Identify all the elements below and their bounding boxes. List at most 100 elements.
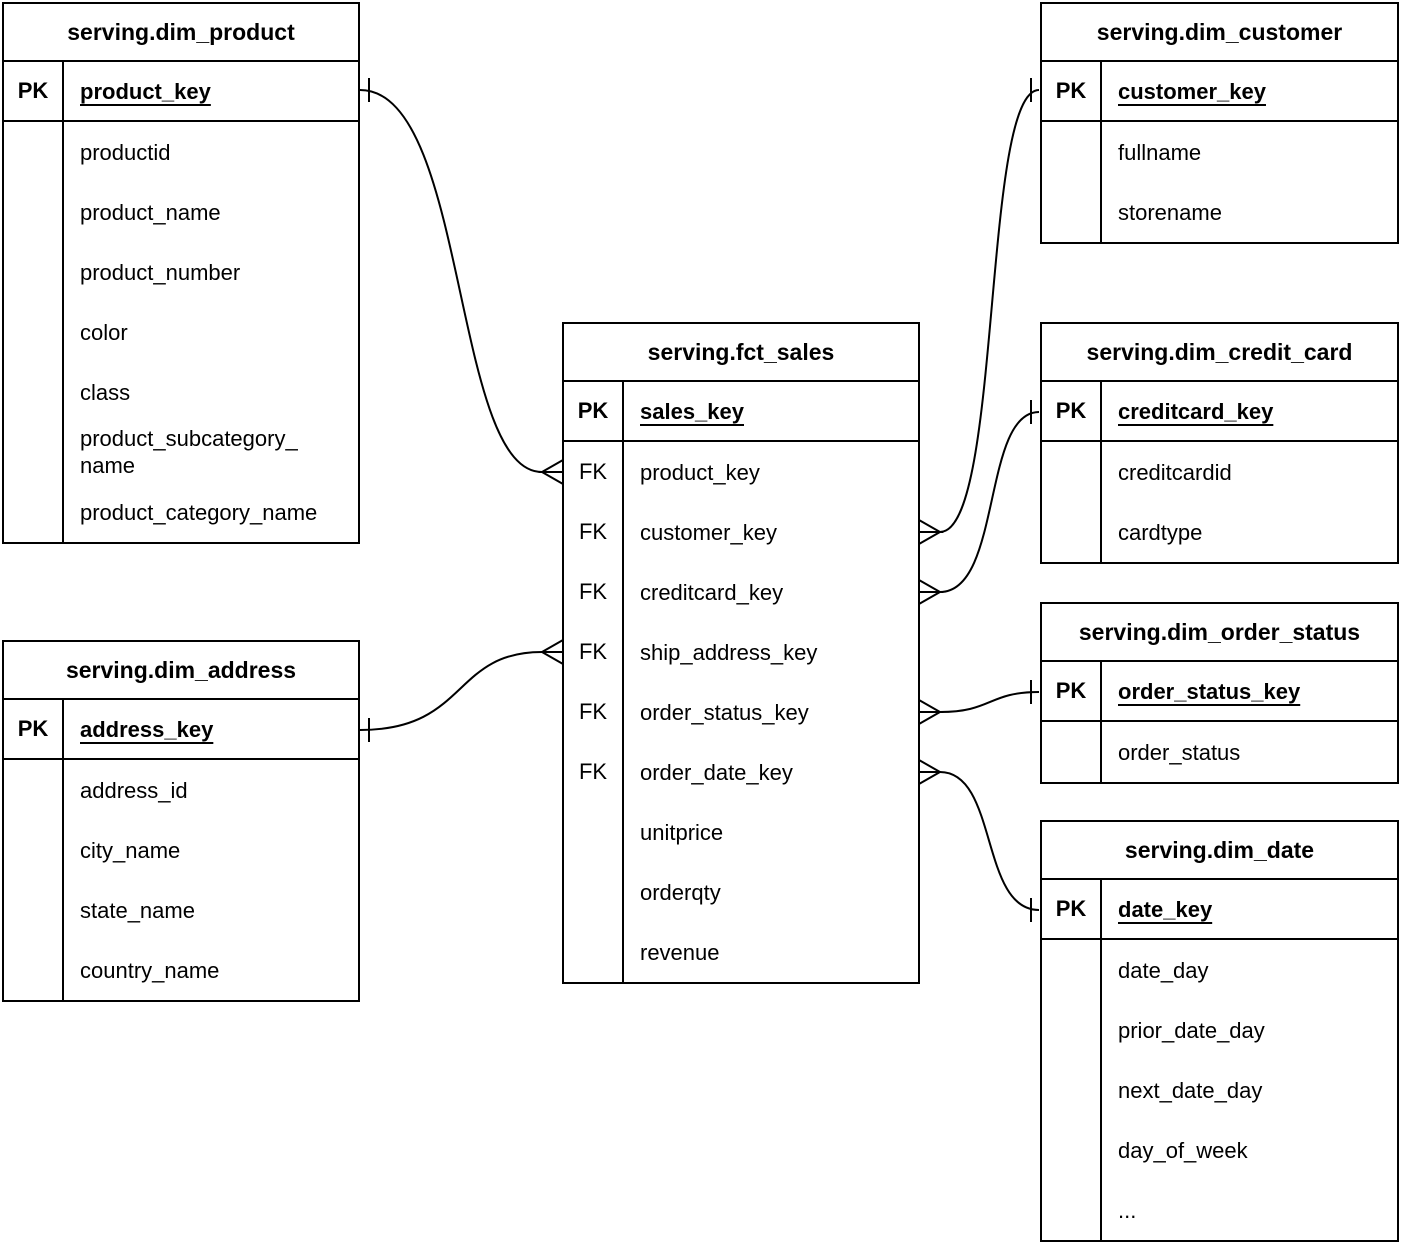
- column-name: date_key: [1118, 896, 1213, 922]
- column-name: customer_key: [640, 519, 777, 545]
- key-type-cell: [4, 302, 64, 362]
- key-type-cell: FK: [564, 442, 624, 502]
- crow-foot-many-icon: [918, 519, 944, 545]
- column-name: orderqty: [640, 879, 721, 905]
- column-name: product_subcategory_ name: [80, 426, 298, 478]
- column-name: country_name: [80, 957, 220, 983]
- key-type-cell: PK: [1042, 662, 1102, 720]
- key-type-cell: [1042, 1060, 1102, 1120]
- column-name: customer_key: [1118, 78, 1266, 104]
- crow-foot-many-icon: [918, 579, 944, 605]
- column-name: city_name: [80, 837, 181, 863]
- column-name: order_date_key: [640, 759, 793, 785]
- field-row-order-status-key: FK order_status_key: [564, 682, 918, 742]
- entity-title: serving.dim_order_status: [1042, 604, 1397, 662]
- column-name: prior_date_day: [1118, 1017, 1265, 1043]
- key-type-cell: [1042, 940, 1102, 1000]
- key-type-cell: [4, 122, 64, 182]
- key-type-cell: PK: [564, 382, 624, 440]
- relationship-sales-customer: [918, 78, 1040, 545]
- entity-rows: PK creditcard_key creditcardid cardtype: [1042, 382, 1397, 562]
- column-name: address_key: [80, 716, 214, 742]
- key-type-cell: [4, 820, 64, 880]
- field-row-state-name: state_name: [4, 880, 358, 940]
- key-type-cell: [4, 940, 64, 1000]
- column-name: ...: [1118, 1197, 1137, 1223]
- relationship-sales-date: [918, 759, 1040, 922]
- field-row-prior-date-day: prior_date_day: [1042, 1000, 1397, 1060]
- entity-dim-order-status[interactable]: serving.dim_order_status PK order_status_…: [1040, 602, 1399, 784]
- relationship-curve: [939, 89, 1040, 533]
- key-type-cell: [564, 862, 624, 922]
- field-row-product-name: product_name: [4, 182, 358, 242]
- entity-rows: PK address_key address_id city_name state_na…: [4, 700, 358, 1000]
- column-name: creditcardid: [1118, 459, 1232, 485]
- key-type-cell: [4, 182, 64, 242]
- key-type-cell: [1042, 502, 1102, 562]
- column-name: order_status_key: [1118, 678, 1301, 704]
- relationship-sales-product: [359, 78, 564, 485]
- field-row-class: class: [4, 362, 358, 422]
- key-type-cell: [1042, 1120, 1102, 1180]
- key-type-cell: [1042, 182, 1102, 242]
- field-row-orderqty: orderqty: [564, 862, 918, 922]
- entity-title: serving.dim_customer: [1042, 4, 1397, 62]
- relationship-curve: [939, 771, 1040, 911]
- key-type-cell: FK: [564, 682, 624, 742]
- crow-foot-many-icon: [918, 699, 944, 725]
- pk-row-date-key: PK date_key: [1042, 880, 1397, 940]
- key-type-cell: PK: [4, 700, 64, 758]
- entity-title: serving.dim_product: [4, 4, 358, 62]
- column-name: revenue: [640, 939, 720, 965]
- column-name: product_number: [80, 259, 241, 285]
- relationship-sales-credit-card: [918, 400, 1040, 605]
- field-row-product-category-name: product_category_name: [4, 482, 358, 542]
- column-name: next_date_day: [1118, 1077, 1263, 1103]
- column-name: day_of_week: [1118, 1137, 1248, 1163]
- key-type-cell: [1042, 722, 1102, 782]
- column-name: product_category_name: [80, 499, 318, 525]
- key-type-cell: [564, 802, 624, 862]
- column-name: cardtype: [1118, 519, 1203, 545]
- field-row-unitprice: unitprice: [564, 802, 918, 862]
- key-type-cell: [1042, 1180, 1102, 1240]
- column-name: sales_key: [640, 398, 744, 424]
- relationship-curve: [359, 89, 543, 473]
- column-name: state_name: [80, 897, 195, 923]
- pk-row-creditcard-key: PK creditcard_key: [1042, 382, 1397, 442]
- field-row-next-date-day: next_date_day: [1042, 1060, 1397, 1120]
- column-name: order_status_key: [640, 699, 809, 725]
- column-name: fullname: [1118, 139, 1202, 165]
- key-type-cell: [4, 760, 64, 820]
- column-name: date_day: [1118, 957, 1209, 983]
- key-type-cell: [4, 242, 64, 302]
- field-row-address-id: address_id: [4, 760, 358, 820]
- field-row-country-name: country_name: [4, 940, 358, 1000]
- field-row-date-day: date_day: [1042, 940, 1397, 1000]
- field-row-ellipsis: ...: [1042, 1180, 1397, 1240]
- column-name: unitprice: [640, 819, 724, 845]
- column-name: creditcard_key: [1118, 398, 1274, 424]
- crow-foot-many-icon: [538, 459, 564, 485]
- column-name: address_id: [80, 777, 188, 803]
- key-type-cell: PK: [1042, 382, 1102, 440]
- key-type-cell: PK: [1042, 62, 1102, 120]
- pk-row-order-status-key: PK order_status_key: [1042, 662, 1397, 722]
- relationship-curve: [939, 691, 1040, 713]
- relationship-sales-address: [359, 639, 564, 742]
- column-name: ship_address_key: [640, 639, 818, 665]
- key-type-cell: PK: [1042, 880, 1102, 938]
- entity-title: serving.dim_date: [1042, 822, 1397, 880]
- field-row-day-of-week: day_of_week: [1042, 1120, 1397, 1180]
